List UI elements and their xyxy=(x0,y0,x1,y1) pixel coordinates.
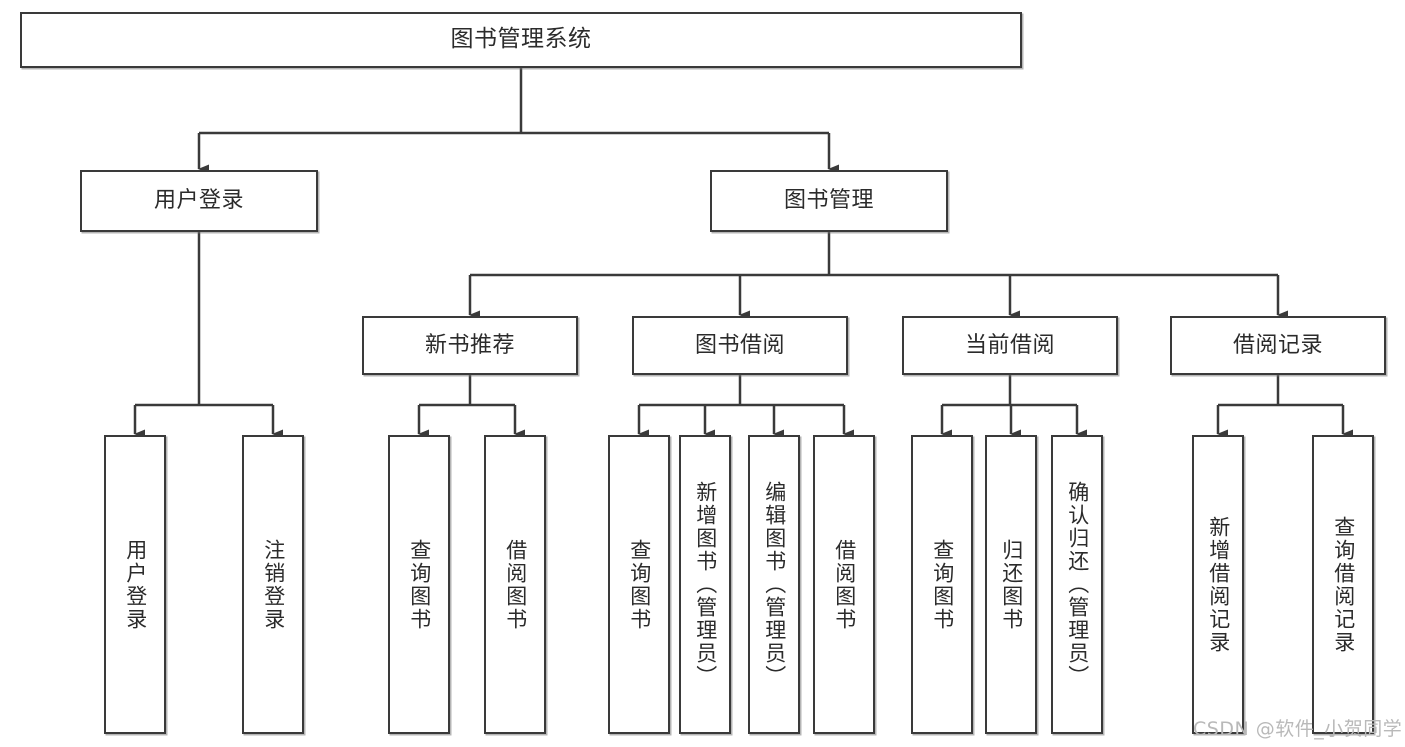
node-label: 借阅图书 xyxy=(503,538,528,631)
node-label: 图书管理系统 xyxy=(450,26,592,53)
leaf-confirm-return-admin[interactable]: 确认归还（管理员） xyxy=(1051,435,1103,734)
node-borrow-record[interactable]: 借阅记录 xyxy=(1170,316,1386,375)
leaf-add-borrow-record[interactable]: 新增借阅记录 xyxy=(1192,435,1244,734)
node-user-login[interactable]: 用户登录 xyxy=(80,170,318,232)
node-label: 查询图书 xyxy=(930,538,955,631)
leaf-query-book-recommend[interactable]: 查询图书 xyxy=(388,435,450,734)
node-book-borrow[interactable]: 图书借阅 xyxy=(632,316,848,375)
node-label: 新增图书（管理员） xyxy=(693,481,718,688)
node-label: 查询图书 xyxy=(627,538,652,631)
node-label: 注销登录 xyxy=(261,538,286,631)
node-label: 新增借阅记录 xyxy=(1206,515,1231,654)
node-label: 查询图书 xyxy=(407,538,432,631)
node-root[interactable]: 图书管理系统 xyxy=(20,12,1022,68)
node-label: 归还图书 xyxy=(999,538,1024,631)
leaf-user-logout[interactable]: 注销登录 xyxy=(242,435,304,734)
node-label: 借阅图书 xyxy=(832,538,857,631)
leaf-user-login[interactable]: 用户登录 xyxy=(104,435,166,734)
node-label: 图书管理 xyxy=(783,188,874,214)
node-label: 借阅记录 xyxy=(1232,332,1323,358)
node-label: 查询借阅记录 xyxy=(1331,515,1356,654)
leaf-borrow-book-recommend[interactable]: 借阅图书 xyxy=(484,435,546,734)
node-label: 新书推荐 xyxy=(424,332,515,358)
leaf-query-book[interactable]: 查询图书 xyxy=(608,435,670,734)
node-label: 用户登录 xyxy=(123,538,148,631)
watermark: CSDN @软件_小贺同学 xyxy=(1193,718,1403,740)
node-label: 用户登录 xyxy=(153,188,244,214)
node-label: 确认归还（管理员） xyxy=(1065,481,1090,688)
leaf-return-book[interactable]: 归还图书 xyxy=(985,435,1037,734)
edge-group xyxy=(133,68,1353,439)
leaf-add-book-admin[interactable]: 新增图书（管理员） xyxy=(679,435,731,734)
node-label: 当前借阅 xyxy=(964,332,1055,358)
leaf-query-borrow-record[interactable]: 查询借阅记录 xyxy=(1312,435,1374,734)
node-label: 编辑图书（管理员） xyxy=(762,481,787,688)
leaf-edit-book-admin[interactable]: 编辑图书（管理员） xyxy=(748,435,800,734)
leaf-query-book-current[interactable]: 查询图书 xyxy=(911,435,973,734)
node-book-management[interactable]: 图书管理 xyxy=(710,170,948,232)
node-label: 图书借阅 xyxy=(694,332,785,358)
node-new-book-recommend[interactable]: 新书推荐 xyxy=(362,316,578,375)
leaf-borrow-book[interactable]: 借阅图书 xyxy=(813,435,875,734)
node-current-borrow[interactable]: 当前借阅 xyxy=(902,316,1118,375)
